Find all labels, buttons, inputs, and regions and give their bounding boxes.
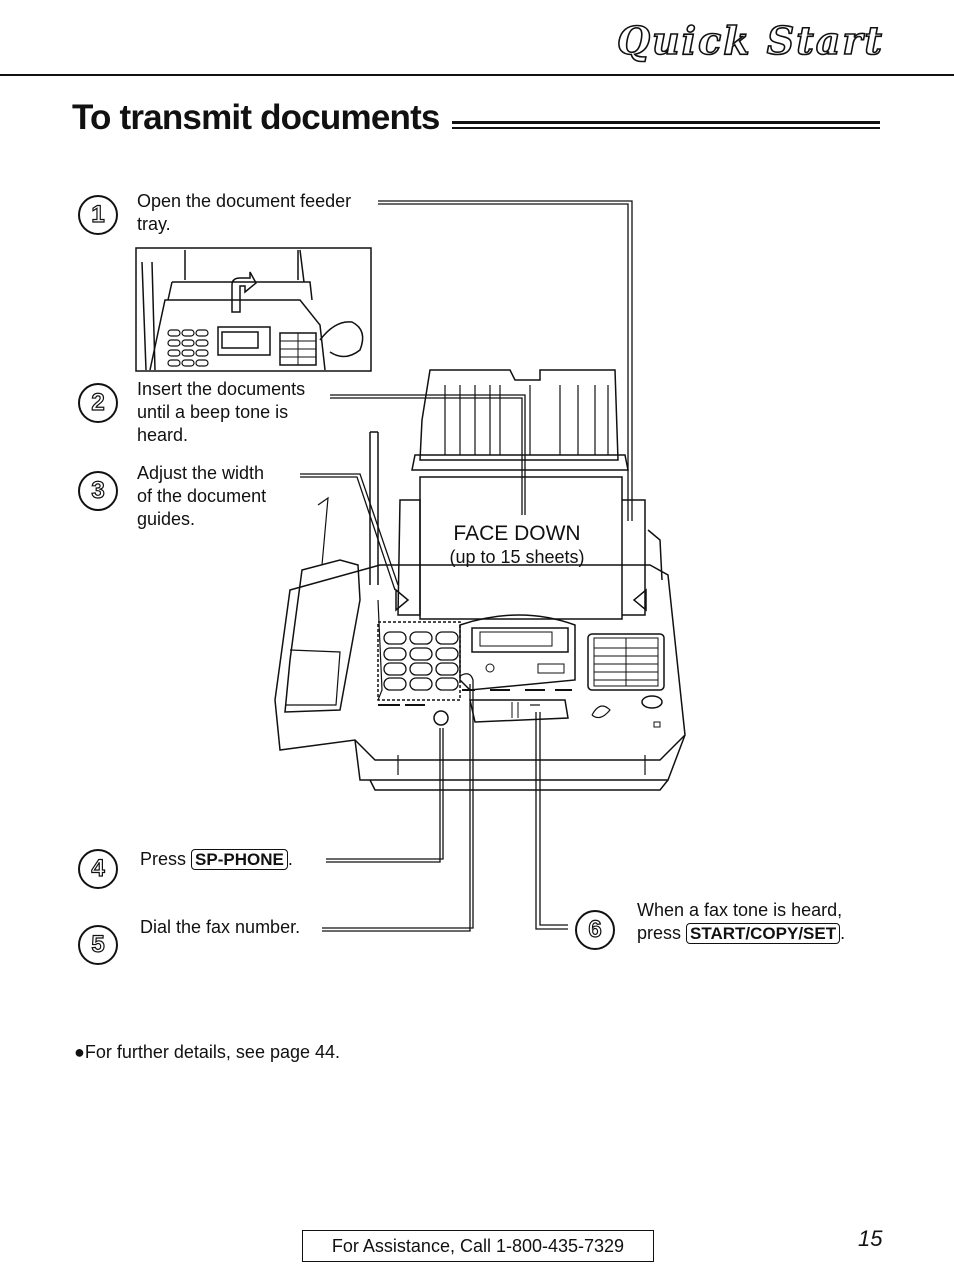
step-3-line-3: guides. [137, 509, 196, 529]
fax-machine [274, 369, 686, 791]
sp-phone-key: SP-PHONE [191, 849, 288, 870]
step-2-text: Insert the documents until a beep tone i… [137, 378, 305, 447]
title-rule-2 [452, 127, 880, 129]
step-2-number: 2 [78, 383, 118, 423]
step-2-line-2: until a beep tone is [137, 402, 289, 422]
step-6-line-2: press START/COPY/SET. [637, 922, 845, 945]
step-2-line-1: Insert the documents [137, 379, 306, 399]
step-1-text: Open the document feeder tray. [137, 190, 351, 236]
step-4-suffix: . [287, 849, 293, 869]
step-4-text: Press SP-PHONE. [140, 848, 293, 871]
step-6-line-1: When a fax tone is heard, [637, 900, 843, 920]
start-copy-set-key: START/COPY/SET [686, 923, 841, 944]
step-1-line-1: Open the document feeder [137, 191, 352, 211]
step-3-line-2: of the document [137, 486, 267, 506]
sheets-note: (up to 15 sheets) [449, 547, 584, 567]
step-3-line-1: Adjust the width [137, 463, 265, 483]
step-4-prefix: Press [140, 849, 187, 869]
step-3-number: 3 [78, 471, 118, 511]
section-title: Quick Start [616, 17, 884, 64]
step-2-line-3: heard. [137, 425, 189, 445]
step-5-number: 5 [78, 925, 118, 965]
page-title: To transmit documents [72, 98, 440, 137]
step-6-text: When a fax tone is heard, press START/CO… [637, 899, 845, 945]
face-down-label: FACE DOWN [453, 522, 580, 545]
inset-tray-picture [135, 247, 372, 372]
step-6-prefix: press [637, 923, 682, 943]
step-4-number: 4 [78, 849, 118, 889]
further-details-note: ●For further details, see page 44. [74, 1041, 340, 1064]
assistance-box: For Assistance, Call 1-800-435-7329 [302, 1230, 654, 1262]
step-1-number: 1 [78, 195, 118, 235]
step-1-line-2: tray. [137, 214, 171, 234]
leader-lines [300, 200, 633, 932]
step-6-suffix: . [840, 923, 846, 943]
title-rule [452, 121, 880, 124]
step-6-number: 6 [575, 910, 615, 950]
bullet-icon: ● [74, 1042, 85, 1062]
step-3-text: Adjust the width of the document guides. [137, 462, 266, 531]
note-text: For further details, see page 44. [84, 1042, 341, 1062]
page-number: 15 [858, 1226, 883, 1251]
step-5-text: Dial the fax number. [140, 917, 301, 937]
header-rule [0, 74, 954, 76]
